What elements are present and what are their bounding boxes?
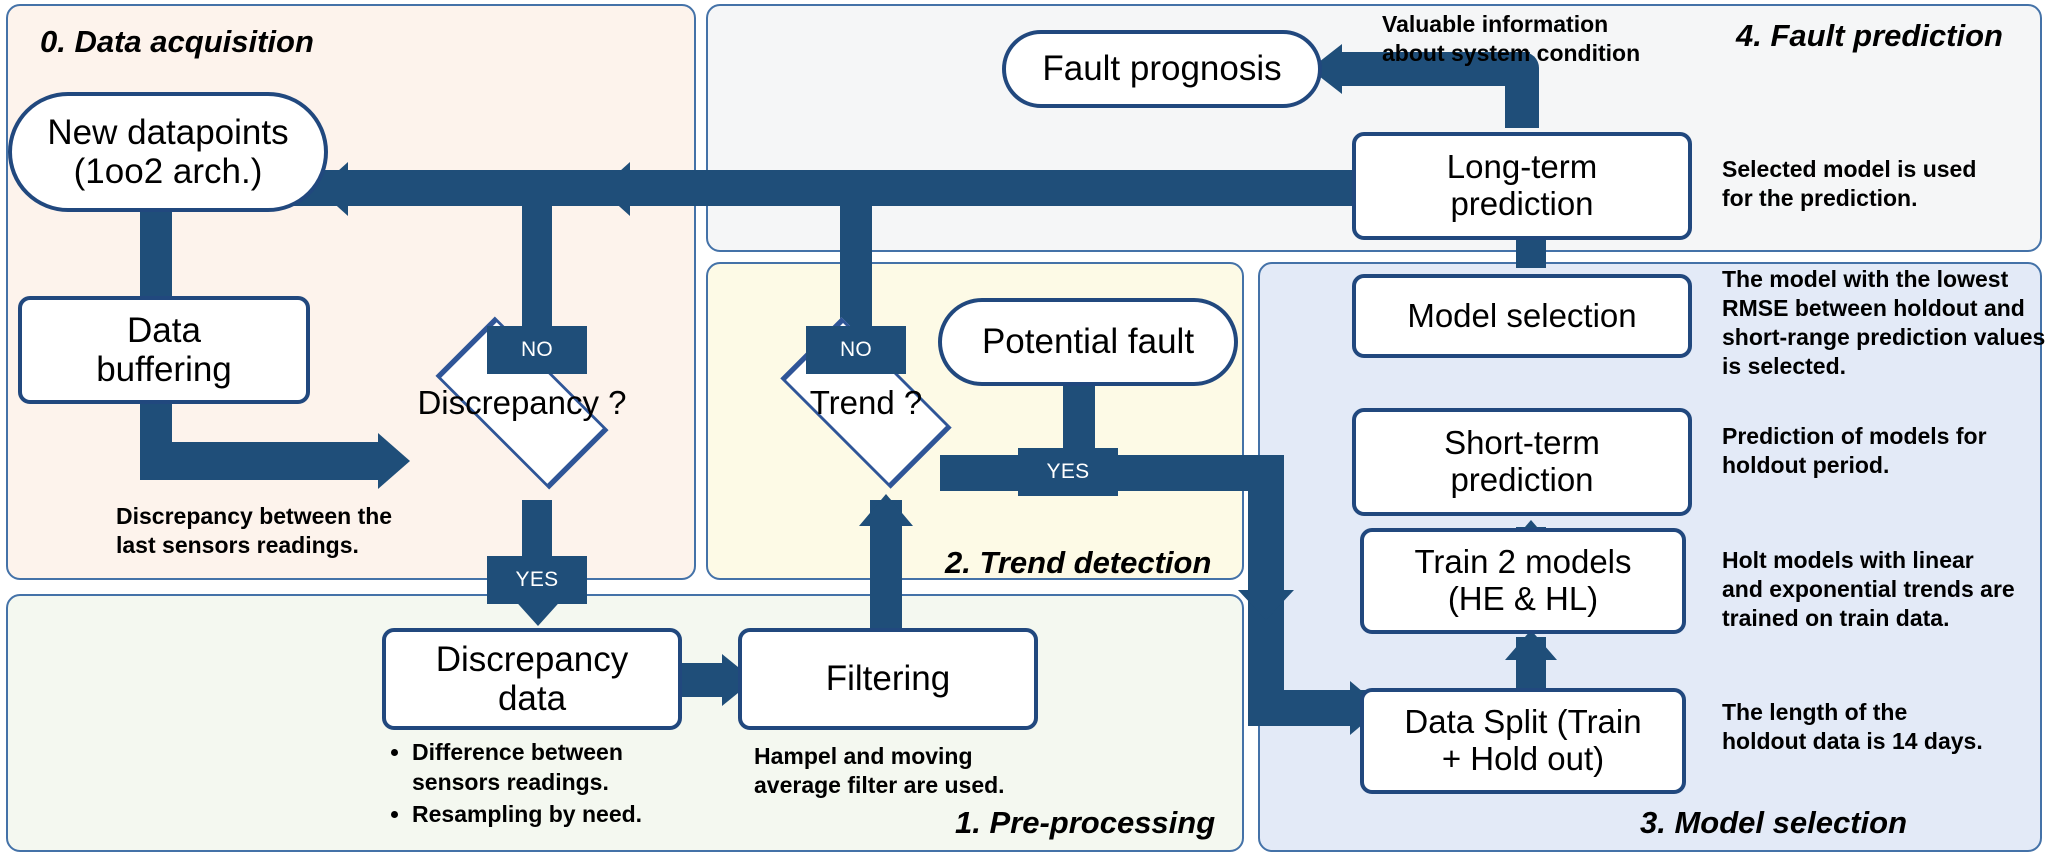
bus-drop-to-discrepancy <box>522 200 552 340</box>
node-data-buffering-line1: Data <box>127 310 201 350</box>
node-discrepancy-label: Discrepancy ? <box>417 384 627 421</box>
annotation-valuable-info: Valuable information about system condit… <box>1382 11 1641 66</box>
node-discrepancy-decision[interactable]: Discrepancy ? <box>374 316 670 490</box>
node-new-datapoints[interactable]: New datapoints (1oo2 arch.) <box>8 92 328 212</box>
node-potential-fault-label: Potential fault <box>981 322 1195 362</box>
node-data-split-line1: Data Split (Train <box>1404 703 1642 741</box>
node-data-split[interactable]: Data Split (Train + Hold out) <box>1360 688 1686 794</box>
edge-label-trend-yes: YES <box>1018 448 1118 496</box>
node-train-models-line1: Train 2 models <box>1414 543 1632 581</box>
node-discrepancy-data[interactable]: Discrepancy data <box>382 628 682 730</box>
node-data-buffering-line2: buffering <box>96 350 232 389</box>
node-discrepancy-data-line1: Discrepancy <box>435 639 629 679</box>
feedback-bus-horizontal <box>250 170 1350 206</box>
node-train-models-line2: (HE & HL) <box>1447 580 1599 617</box>
edge-label-discrepancy-yes: YES <box>487 556 587 604</box>
panel-label-fault-prediction: 4. Fault prediction <box>1736 18 2003 53</box>
edge-discdata-to-filtering <box>678 663 726 697</box>
edge-buffer-right <box>140 442 380 480</box>
node-model-selection[interactable]: Model selection <box>1352 274 1692 358</box>
edge-trend-no-up <box>840 186 872 336</box>
node-new-datapoints-line2: (1oo2 arch.) <box>73 152 263 191</box>
node-train-models[interactable]: Train 2 models (HE & HL) <box>1360 528 1686 634</box>
node-data-split-line2: + Hold out) <box>1441 740 1605 777</box>
annotation-discrepancy-bullets: Difference between sensors readings. Res… <box>390 738 690 832</box>
edge-label-discrepancy-no: NO <box>487 326 587 374</box>
node-model-selection-label: Model selection <box>1407 296 1637 334</box>
bullet-item: Resampling by need. <box>412 800 690 830</box>
edge-split-arrowhead <box>1505 630 1557 660</box>
annotation-discrepancy-between: Discrepancy between the last sensors rea… <box>116 503 393 558</box>
edge-buffer-arrowhead <box>378 433 410 489</box>
node-trend-decision[interactable]: Trend ? <box>718 317 1014 489</box>
panel-data-acquisition <box>6 4 696 580</box>
annotation-holt-models: Holt models with linear and exponential … <box>1722 547 2015 631</box>
node-short-term-line2: prediction <box>1450 461 1594 498</box>
node-fault-prognosis-label: Fault prognosis <box>1042 49 1282 89</box>
node-discrepancy-data-line2: data <box>497 679 567 718</box>
panel-label-trend-detection: 2. Trend detection <box>945 545 1212 580</box>
edge-trend-yes-arrowhead-mid <box>1238 590 1294 620</box>
node-data-buffering[interactable]: Data buffering <box>18 296 310 404</box>
panel-label-pre-processing: 1. Pre-processing <box>955 805 1216 840</box>
node-filtering-label: Filtering <box>825 659 951 699</box>
panel-label-model-selection: 3. Model selection <box>1640 805 1908 840</box>
edge-longterm-left <box>1340 52 1530 86</box>
node-potential-fault[interactable]: Potential fault <box>938 298 1238 386</box>
node-trend-label: Trend ? <box>809 384 923 421</box>
panel-label-data-acquisition: 0. Data acquisition <box>40 24 314 59</box>
annotation-prediction-holdout: Prediction of models for holdout period. <box>1722 423 1987 478</box>
node-fault-prognosis[interactable]: Fault prognosis <box>1002 30 1322 108</box>
edge-trend-yes-to-split <box>1248 690 1368 726</box>
node-long-term-line2: prediction <box>1450 185 1594 222</box>
edge-label-trend-no: NO <box>806 326 906 374</box>
node-short-term-line1: Short-term <box>1444 424 1600 462</box>
node-short-term-prediction[interactable]: Short-term prediction <box>1352 408 1692 516</box>
edge-newdata-to-buffer <box>140 212 172 302</box>
node-long-term-line1: Long-term <box>1446 148 1598 186</box>
annotation-holdout-length: The length of the holdout data is 14 day… <box>1722 699 1983 754</box>
annotation-filtering: Hampel and moving average filter are use… <box>754 743 1005 798</box>
annotation-selected-model-used: Selected model is used for the predictio… <box>1722 156 1977 211</box>
node-filtering[interactable]: Filtering <box>738 628 1038 730</box>
feedback-arrow-mid <box>600 162 630 216</box>
annotation-lowest-rmse: The model with the lowest RMSE between h… <box>1722 266 2046 379</box>
node-new-datapoints-line1: New datapoints <box>47 112 289 152</box>
bullet-item: Difference between sensors readings. <box>412 738 690 798</box>
edge-filtering-arrowhead <box>859 494 913 526</box>
node-long-term-prediction[interactable]: Long-term prediction <box>1352 132 1692 240</box>
